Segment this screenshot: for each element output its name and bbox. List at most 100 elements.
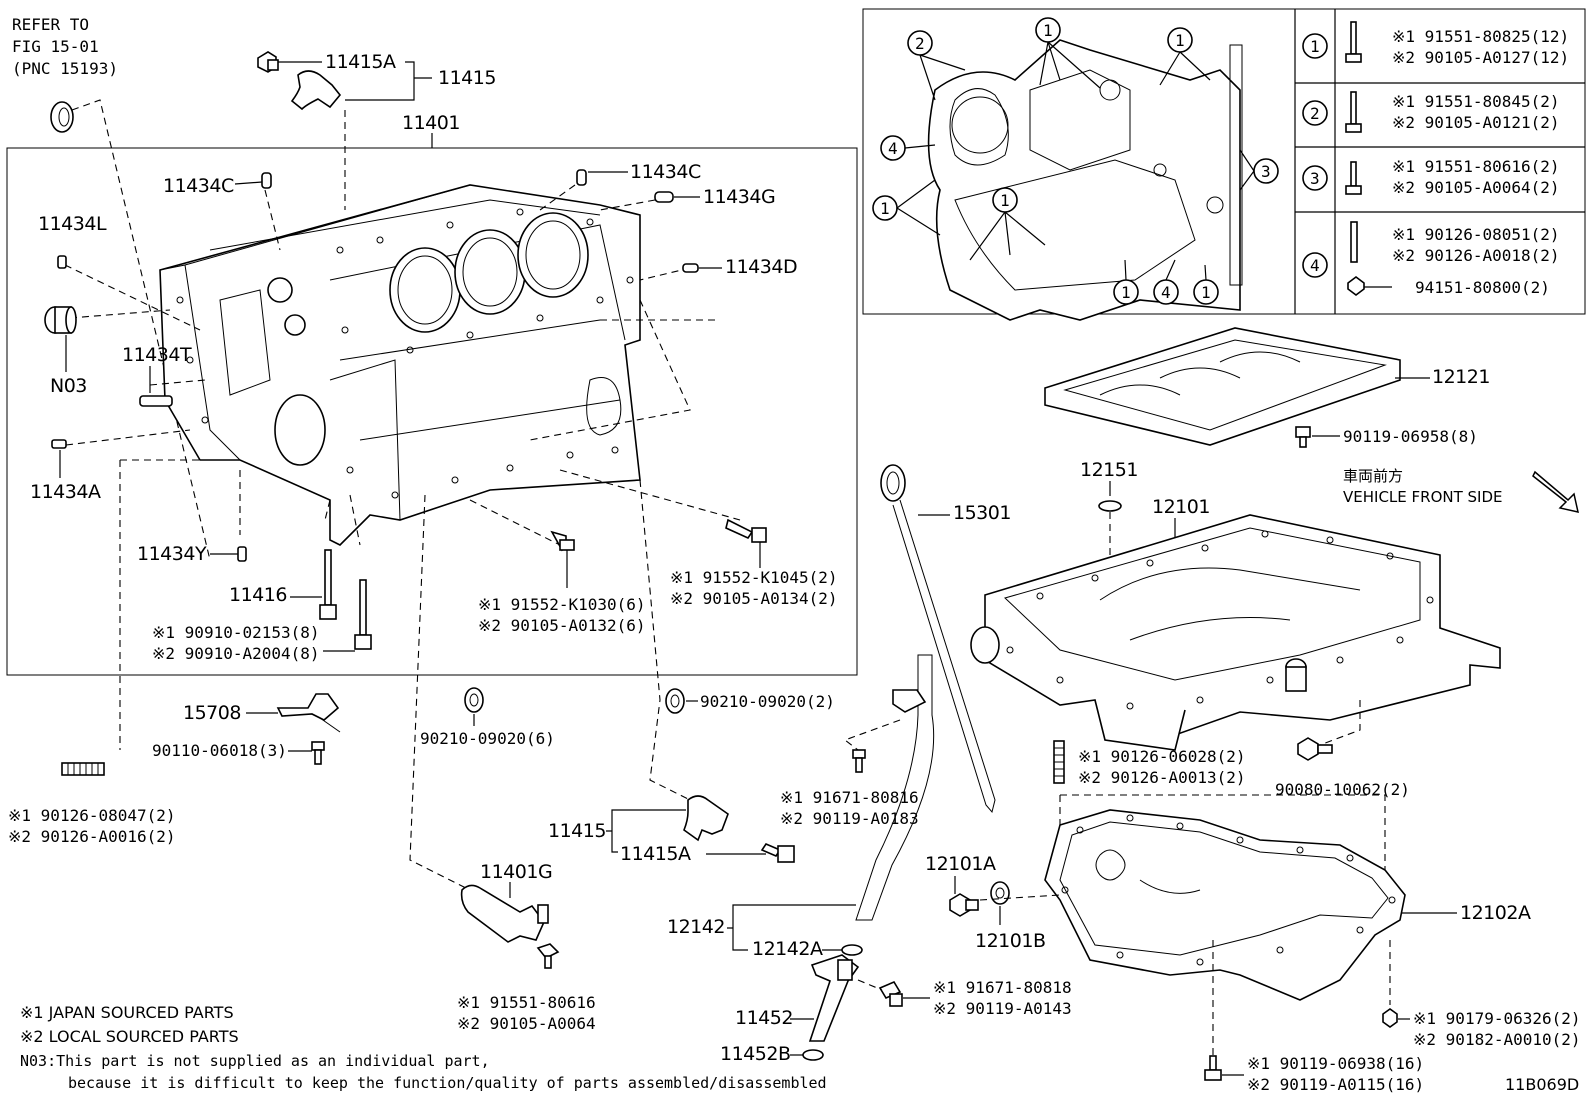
pin-11434L: [57, 255, 67, 269]
part-91552-K1030: ※1 91552-K1030(6): [478, 595, 646, 614]
label-11434D: 11434D: [725, 256, 797, 278]
pin-11434Y: [237, 546, 247, 562]
refer-line-1: REFER TO: [12, 15, 89, 34]
label-11434G: 11434G: [703, 186, 775, 208]
label-12101A: 12101A: [925, 853, 996, 875]
nut-90179: [1382, 1008, 1398, 1028]
part-90119-06938: ※1 90119-06938(16): [1247, 1054, 1424, 1073]
inset-mark-4b: 4: [1161, 283, 1171, 302]
front-arrow-icon: [1532, 470, 1579, 513]
part-91552-K1045: ※1 91552-K1045(2): [670, 568, 838, 587]
label-12101: 12101: [1152, 496, 1210, 518]
label-12121: 12121: [1432, 366, 1490, 388]
table-row-2: 2 ※1 91551-80845(2) ※2 90105-A0121(2): [1302, 91, 1560, 133]
label-11434T: 11434T: [122, 344, 192, 366]
washer-90210-6: [464, 687, 484, 713]
table-num-1: 1: [1310, 37, 1320, 56]
legend-japan: ※1 JAPAN SOURCED PARTS: [20, 1003, 234, 1022]
inset-mark-4a: 4: [888, 139, 898, 158]
bolt-91551-80616: [536, 943, 560, 969]
part-90126-06028: ※1 90126-06028(2): [1078, 747, 1246, 766]
oil-pan-12102A: [1044, 809, 1406, 1001]
inset-mark-2: 2: [915, 34, 925, 53]
part-90910-b: ※2 90910-A2004(8): [152, 644, 320, 663]
table-r1-a: ※1 91551-80825(12): [1392, 27, 1569, 46]
inset-mark-3: 3: [1261, 162, 1271, 181]
table-r4-b: ※2 90126-A0018(2): [1392, 246, 1560, 265]
table-r4-c: 94151-80800(2): [1415, 278, 1550, 297]
part-90119-A0115: ※2 90119-A0115(16): [1247, 1075, 1424, 1094]
guide-tube-12142: [855, 654, 935, 921]
dipstick-15301: [880, 464, 996, 814]
pin-11434D: [682, 263, 699, 273]
table-r2-a: ※1 91551-80845(2): [1392, 92, 1560, 111]
part-90110-06018: 90110-06018(3): [152, 741, 287, 760]
bolt-91671-80818: [878, 980, 903, 1007]
seal-ring: [50, 101, 74, 133]
label-11415A-top: 11415A: [325, 51, 396, 73]
table-num-2: 2: [1310, 104, 1320, 123]
pin-11434A: [51, 439, 67, 449]
label-15708: 15708: [183, 702, 241, 724]
label-12151: 12151: [1080, 459, 1138, 481]
label-12102A: 12102A: [1460, 902, 1531, 924]
plug-90080: [1297, 737, 1333, 761]
label-11415A-bottom: 11415A: [620, 843, 691, 865]
label-N03: N03: [50, 375, 87, 397]
stud-90126-06028: [1053, 740, 1065, 784]
bolt-90119-06958: [1295, 426, 1311, 448]
label-11401G: 11401G: [480, 861, 552, 883]
pin-11434C-left: [261, 172, 272, 189]
plug-12101A: [949, 893, 979, 917]
bolt-91671-80816: [852, 749, 866, 773]
stud-90126-08047: [61, 762, 105, 776]
label-12142: 12142: [667, 916, 725, 938]
table-r3-b: ※2 90105-A0064(2): [1392, 178, 1560, 197]
part-90210-09020-6: 90210-09020(6): [420, 729, 555, 748]
bolt-91552-K1030: [550, 530, 575, 588]
washer-90210-2: [665, 688, 685, 714]
inset-mark-1e: 1: [1121, 283, 1131, 302]
label-11415-bottom: 11415: [548, 820, 606, 842]
pin-11434G: [654, 191, 674, 203]
bolt-11416: [319, 549, 372, 650]
oring-12142A: [841, 944, 863, 956]
label-12101B: 12101B: [975, 930, 1045, 952]
part-90126-08047: ※1 90126-08047(2): [8, 806, 176, 825]
front-en: VEHICLE FRONT SIDE: [1343, 488, 1503, 506]
part-90210-09020-2: 90210-09020(2): [700, 692, 835, 711]
label-11401: 11401: [402, 112, 460, 134]
part-90105-A0134: ※2 90105-A0134(2): [670, 589, 838, 608]
label-11434Y: 11434Y: [137, 543, 207, 565]
sensor-11415-top: [257, 51, 342, 111]
inset-mark-1b: 1: [1175, 31, 1185, 50]
bracket-15708: [276, 693, 341, 733]
legend-n03-line2: because it is difficult to keep the func…: [68, 1074, 827, 1092]
label-15301: 15301: [953, 502, 1011, 524]
table-num-3: 3: [1310, 169, 1320, 188]
legend-local: ※2 LOCAL SOURCED PARTS: [20, 1027, 239, 1046]
bolt-91552-K1045: [725, 518, 767, 568]
inset-mark-1c: 1: [880, 199, 890, 218]
figure-code: 11B069D: [1505, 1075, 1579, 1094]
table-row-1: 1 ※1 91551-80825(12) ※2 90105-A0127(12): [1302, 21, 1569, 67]
gasket-12101B: [990, 881, 1010, 905]
refer-line-2: FIG 15-01: [12, 37, 99, 56]
part-90119-06958: 90119-06958(8): [1343, 427, 1478, 446]
table-num-4: 4: [1310, 256, 1320, 275]
front-jp: 車両前方: [1343, 467, 1403, 485]
part-90119-A0183: ※2 90119-A0183: [780, 809, 919, 828]
part-90105-A0132: ※2 90105-A0132(6): [478, 616, 646, 635]
part-91671-80816: ※1 91671-80816: [780, 788, 919, 807]
part-91671-80818: ※1 91671-80818: [933, 978, 1072, 997]
inset-mark-1f: 1: [1201, 283, 1211, 302]
oil-pan-12101: [970, 514, 1501, 751]
oring-11452B: [802, 1049, 824, 1061]
table-r2-b: ※2 90105-A0121(2): [1392, 113, 1560, 132]
part-90179-06326: ※1 90179-06326(2): [1413, 1009, 1581, 1028]
stiffener-12121: [1044, 327, 1401, 446]
sensor-11401G: [460, 884, 549, 943]
bolt-90110: [311, 741, 325, 765]
inset-frame: [862, 8, 1586, 315]
